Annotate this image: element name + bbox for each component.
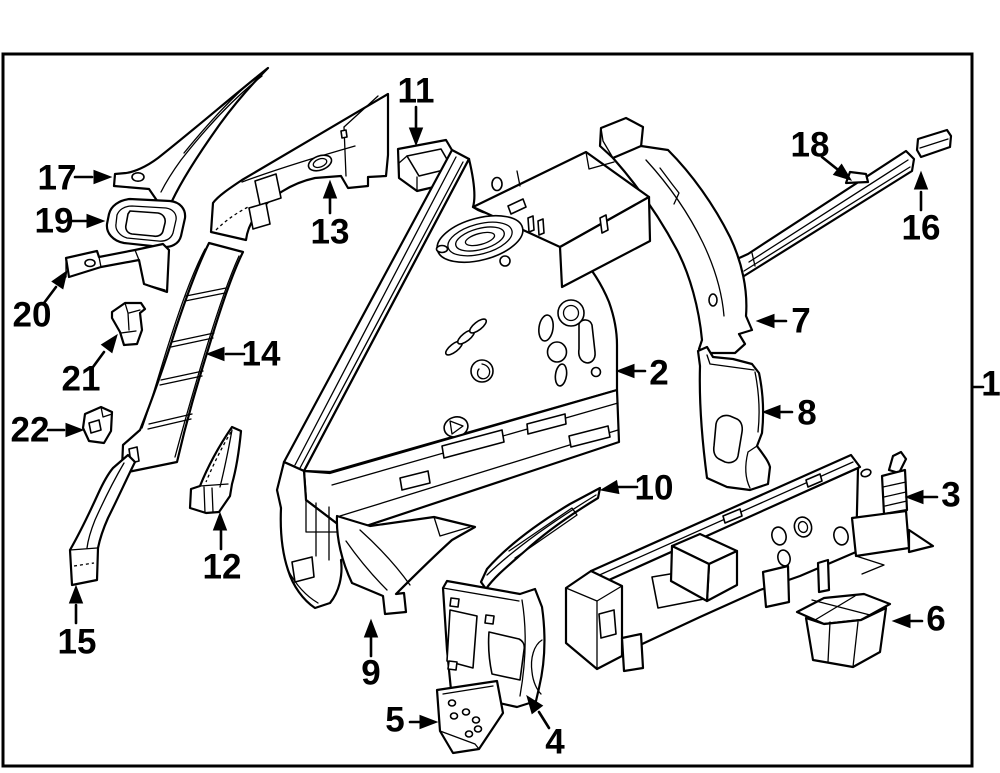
callout-1[interactable]: 1	[971, 365, 1000, 404]
callout-19-label[interactable]: 19	[35, 202, 74, 241]
callout-2-label[interactable]: 2	[649, 354, 668, 393]
callout-11-arrowhead	[408, 127, 424, 147]
callout-10[interactable]: 10	[599, 469, 674, 508]
part-12-drawing	[188, 425, 243, 515]
callout-22-label[interactable]: 22	[11, 411, 50, 450]
callout-1-label[interactable]: 1	[981, 365, 1000, 404]
callout-2-arrowhead	[615, 363, 635, 379]
part-8-drawing	[696, 345, 772, 492]
callout-18[interactable]: 18	[791, 126, 853, 181]
part-22-drawing	[81, 405, 114, 445]
callout-20-label[interactable]: 20	[13, 296, 52, 335]
callout-21[interactable]: 21	[62, 333, 118, 399]
callout-9-label[interactable]: 9	[361, 654, 380, 693]
callout-6-label[interactable]: 6	[926, 600, 945, 639]
callout-14-label[interactable]: 14	[242, 335, 281, 374]
strut-tower-dome	[436, 214, 524, 264]
callout-13-label[interactable]: 13	[311, 213, 350, 252]
callout-4-arrowhead	[526, 694, 544, 715]
callout-4[interactable]: 4	[526, 694, 565, 762]
callout-15[interactable]: 15	[58, 584, 97, 662]
callout-18-line	[820, 155, 839, 171]
callout-19[interactable]: 19	[35, 202, 106, 241]
callout-18-label[interactable]: 18	[791, 126, 830, 165]
callout-12-arrowhead	[212, 511, 228, 531]
callout-19-arrowhead	[86, 213, 106, 229]
part-17-drawing	[112, 66, 270, 207]
part-5-drawing	[435, 679, 505, 755]
callout-10-label[interactable]: 10	[635, 469, 674, 508]
callout-12[interactable]: 12	[203, 511, 242, 587]
part-9-drawing	[335, 514, 477, 616]
callout-18-arrowhead	[832, 163, 853, 181]
callout-5-arrowhead	[419, 714, 439, 730]
callout-17-label[interactable]: 17	[38, 159, 77, 198]
callout-17-arrowhead	[93, 169, 113, 185]
callout-14[interactable]: 14	[205, 335, 281, 374]
callout-3-label[interactable]: 3	[941, 476, 960, 515]
callout-16-label[interactable]: 16	[902, 209, 941, 248]
callout-5-label[interactable]: 5	[385, 701, 404, 740]
part-10-drawing	[479, 486, 602, 591]
callout-2[interactable]: 2	[615, 354, 669, 393]
callout-8[interactable]: 8	[761, 394, 817, 433]
callout-4-label[interactable]: 4	[545, 723, 565, 762]
callout-14-arrowhead	[205, 346, 225, 362]
callout-15-arrowhead	[68, 584, 84, 604]
callout-8-arrowhead	[761, 404, 781, 420]
callout-13[interactable]: 13	[311, 179, 350, 252]
callout-11-label[interactable]: 11	[398, 72, 435, 111]
callout-7-label[interactable]: 7	[791, 302, 810, 341]
callout-9-arrowhead	[363, 618, 379, 638]
callout-20-line	[42, 285, 58, 305]
callout-22[interactable]: 22	[11, 411, 85, 450]
part-16-drawing	[915, 128, 953, 159]
callout-22-arrowhead	[65, 422, 85, 438]
part-4-drawing	[441, 579, 546, 709]
callout-21-arrowhead	[100, 333, 118, 354]
part-2-drawing	[275, 148, 652, 610]
callout-7[interactable]: 7	[755, 302, 811, 341]
callout-21-label[interactable]: 21	[62, 360, 101, 399]
callout-7-arrowhead	[755, 313, 775, 329]
part-19-drawing	[105, 197, 187, 249]
callout-9[interactable]: 9	[361, 618, 381, 693]
callout-20-arrowhead	[51, 269, 68, 290]
part-3-drawing	[564, 450, 935, 673]
callout-16[interactable]: 16	[902, 170, 941, 248]
callout-13-arrowhead	[322, 179, 338, 199]
callout-8-label[interactable]: 8	[797, 394, 816, 433]
callout-12-label[interactable]: 12	[203, 548, 242, 587]
callout-20[interactable]: 20	[13, 269, 68, 335]
part-15-drawing	[68, 453, 137, 587]
callout-11[interactable]: 11	[398, 72, 435, 147]
callout-15-label[interactable]: 15	[58, 623, 97, 662]
callout-21-line	[91, 350, 106, 369]
part-21-drawing	[110, 301, 147, 347]
callout-3-arrowhead	[904, 489, 924, 505]
callout-3[interactable]: 3	[904, 476, 961, 515]
callout-16-arrowhead	[913, 170, 929, 190]
callout-6-arrowhead	[891, 613, 911, 629]
part-13-drawing	[209, 92, 390, 242]
callout-10-arrowhead	[599, 479, 620, 495]
part-6-drawing	[795, 592, 892, 669]
callout-6[interactable]: 6	[891, 600, 946, 639]
callout-5[interactable]: 5	[385, 701, 439, 740]
callout-17[interactable]: 17	[38, 159, 113, 198]
callout-4-line	[537, 710, 551, 730]
